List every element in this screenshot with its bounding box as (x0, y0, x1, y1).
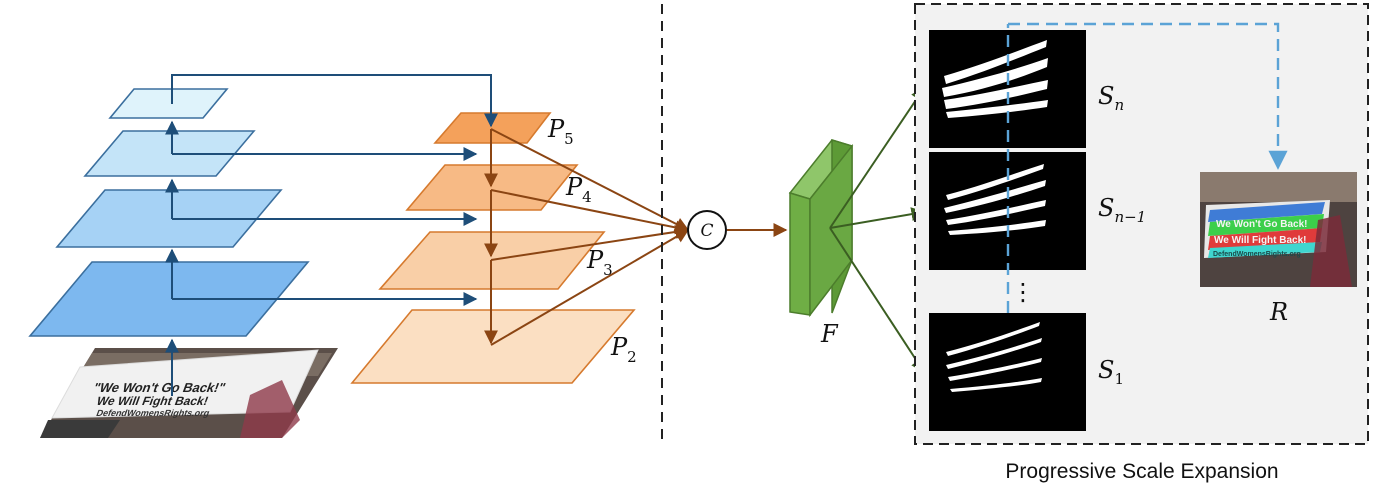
input-banner-line-1: "We Won't Go Back!" (91, 380, 227, 395)
result-banner-line-3: DefendWomensRights.org (1213, 251, 1301, 258)
result-banner-line-1: We Won't Go Back! (1216, 219, 1307, 230)
input-banner-line-2: We Will Fight Back! (95, 394, 211, 408)
backbone-layer-2 (55, 189, 283, 248)
label-p2: P2 (610, 333, 637, 366)
backbone-layer-3 (83, 130, 256, 177)
pyramid-labels: P5 P4 P3 P2 (547, 115, 637, 366)
input-image: "We Won't Go Back!" We Will Fight Back! … (40, 348, 338, 438)
result-banner-line-2: We Will Fight Back! (1214, 235, 1307, 246)
kernel-sn (929, 30, 1086, 148)
pyramid-p2 (350, 309, 636, 384)
concat-symbol: C (700, 221, 713, 241)
label-p3: P3 (586, 246, 613, 279)
pyramid-p5 (433, 112, 552, 144)
label-r: R (1269, 298, 1288, 326)
label-p4: P4 (565, 173, 592, 206)
kernel-s1 (929, 313, 1086, 431)
result-image: We Won't Go Back! We Will Fight Back! De… (1200, 172, 1357, 326)
kernel-arrows (829, 86, 926, 374)
label-sn-1: Sn−1 (1098, 194, 1146, 226)
label-p5: P5 (547, 115, 574, 148)
kernel-labels: Sn Sn−1 S1 (1098, 82, 1146, 388)
input-banner-line-3: DefendWomensRights.org (95, 408, 212, 418)
expansion-path (1006, 22, 1288, 313)
kernel-ellipsis: ⋮ (1011, 278, 1035, 306)
label-sn: Sn (1098, 82, 1124, 114)
backbone-layers (28, 88, 310, 337)
fusion-arrows (490, 128, 788, 346)
backbone-layer-1 (28, 261, 310, 337)
pse-caption: Progressive Scale Expansion (1005, 460, 1278, 483)
backbone-layer-4 (108, 88, 229, 119)
fused-feature-block: F (788, 138, 854, 348)
lateral-connections (171, 74, 498, 306)
label-f: F (820, 320, 839, 348)
concat-node: C (687, 210, 727, 250)
label-s1: S1 (1098, 356, 1124, 388)
